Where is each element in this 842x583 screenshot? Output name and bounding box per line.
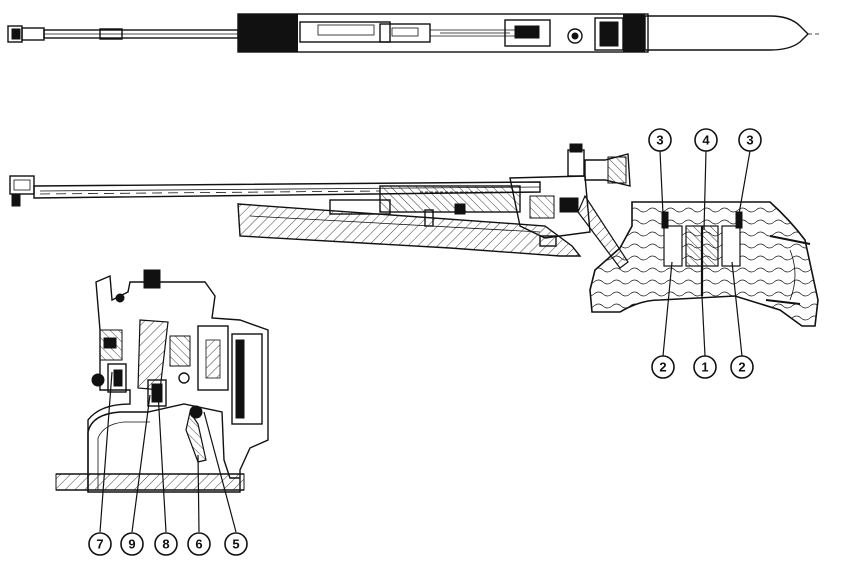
callout-label: 8: [162, 537, 169, 552]
trigger-mechanism-detail: [55, 269, 269, 493]
callout-label: 9: [128, 537, 135, 552]
callout-8: 8: [154, 532, 178, 556]
callout-label: 1: [701, 360, 708, 375]
callout-label: 3: [746, 133, 753, 148]
callout-1: 1: [693, 355, 717, 379]
callout-label: 5: [232, 537, 239, 552]
callout-9: 9: [120, 532, 144, 556]
callout-6: 6: [187, 532, 211, 556]
callout-label: 6: [195, 537, 202, 552]
callout-2-left: 2: [651, 355, 675, 379]
callout-label: 3: [656, 133, 663, 148]
callout-label: 4: [702, 133, 710, 148]
top-view-rifle: [7, 13, 820, 53]
callout-3-right: 3: [738, 128, 762, 152]
trigger-leader-lines: [99, 371, 237, 533]
callout-label: 2: [738, 360, 745, 375]
callout-3-left: 3: [648, 128, 672, 152]
callout-4: 4: [694, 128, 718, 152]
callout-7: 7: [88, 532, 112, 556]
callout-label: 2: [659, 360, 666, 375]
callout-label: 7: [96, 537, 103, 552]
side-view-rifle: [9, 143, 819, 327]
callout-5: 5: [224, 532, 248, 556]
stock-leader-lines: [659, 150, 751, 357]
callout-2-right: 2: [730, 355, 754, 379]
